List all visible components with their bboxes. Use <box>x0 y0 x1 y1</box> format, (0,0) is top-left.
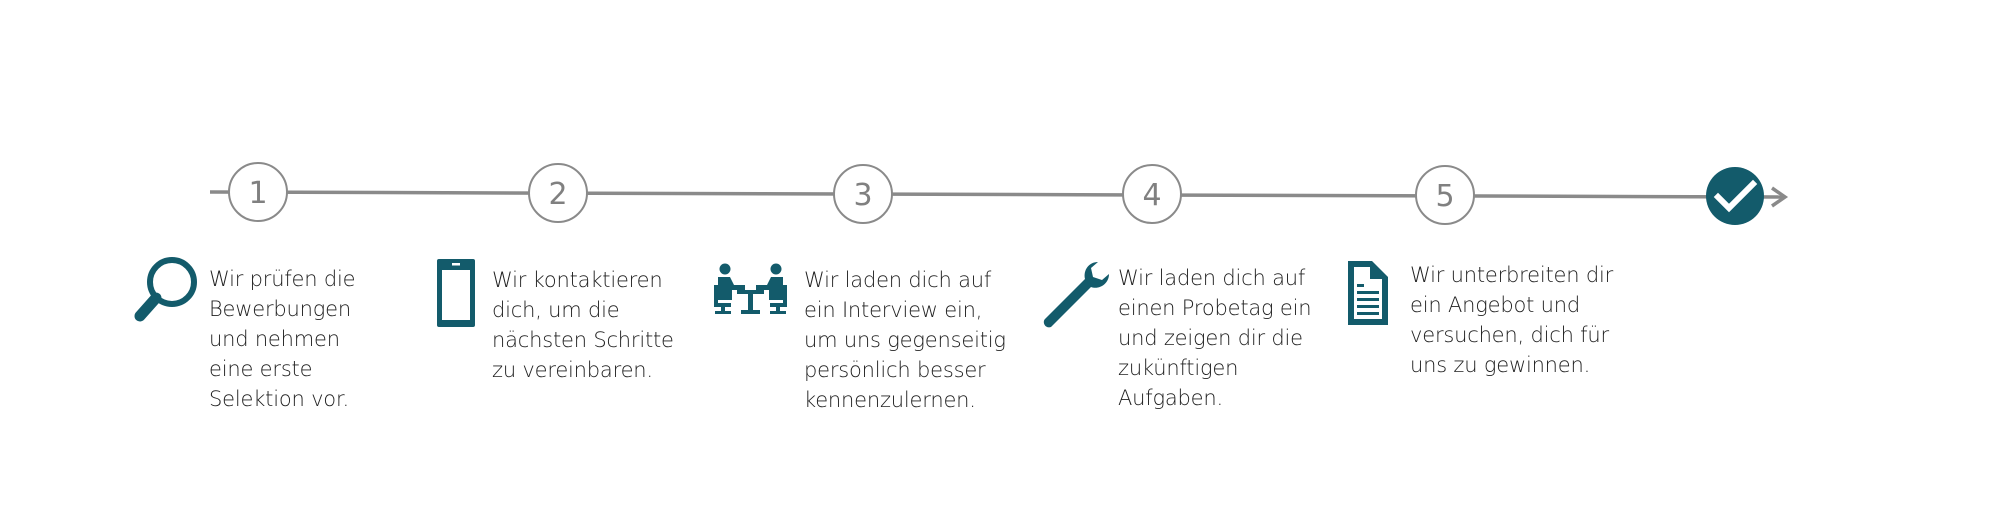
step-number: 2 <box>548 177 567 212</box>
text-line: nächsten Schritte <box>492 328 674 352</box>
step-marker-4: 4 <box>1122 164 1182 224</box>
final-check-marker <box>1706 167 1764 225</box>
step-number: 5 <box>1435 179 1454 214</box>
text-line: und zeigen dir die <box>1118 326 1303 350</box>
step-1-description: Wir prüfen die Bewerbungen und nehmen ei… <box>209 264 356 414</box>
text-line: Wir unterbreiten dir <box>1410 263 1614 287</box>
step-2-description: Wir kontaktieren dich, um die nächsten S… <box>492 265 674 385</box>
text-line: zu vereinbaren. <box>492 358 653 382</box>
step-marker-1: 1 <box>228 162 288 222</box>
text-line: Bewerbungen <box>209 297 351 321</box>
step-4-description: Wir laden dich auf einen Probetag ein un… <box>1118 263 1312 413</box>
text-line: und nehmen <box>209 327 340 351</box>
step-number: 4 <box>1142 178 1161 213</box>
text-line: Wir kontaktieren <box>492 268 663 292</box>
step-marker-5: 5 <box>1415 165 1475 225</box>
text-line: einen Probetag ein <box>1118 296 1312 320</box>
step-marker-2: 2 <box>528 163 588 223</box>
magnifier-icon <box>134 257 197 322</box>
step-number: 1 <box>248 176 267 211</box>
text-line: ein Angebot und <box>1410 293 1580 317</box>
step-number: 3 <box>853 178 872 213</box>
wrench-icon <box>1043 262 1109 328</box>
text-line: zukünftigen <box>1118 356 1239 380</box>
text-line: eine erste <box>209 357 313 381</box>
text-line: dich, um die <box>492 298 620 322</box>
text-line: ein Interview ein, <box>804 298 983 322</box>
interview-meeting-icon <box>714 263 787 314</box>
step-3-description: Wir laden dich auf ein Interview ein, um… <box>804 265 1006 415</box>
step-marker-3: 3 <box>833 164 893 224</box>
arrow-right-icon <box>1771 186 1789 208</box>
timeline-line <box>209 190 1786 199</box>
text-line: um uns gegenseitig <box>804 328 1006 352</box>
step-5-description: Wir unterbreiten dir ein Angebot und ver… <box>1410 260 1613 380</box>
text-line: kennenzulernen. <box>804 388 976 412</box>
text-line: Aufgaben. <box>1118 386 1223 410</box>
text-line: uns zu gewinnen. <box>1410 353 1591 377</box>
text-line: Wir laden dich auf <box>804 268 992 292</box>
text-line: versuchen, dich für <box>1410 323 1609 347</box>
checkmark-icon <box>1713 179 1758 213</box>
text-line: Wir prüfen die <box>209 267 356 291</box>
document-icon <box>1348 261 1388 325</box>
text-line: Selektion vor. <box>209 387 349 411</box>
text-line: Wir laden dich auf <box>1118 266 1306 290</box>
smartphone-icon <box>437 259 475 327</box>
text-line: persönlich besser <box>804 358 986 382</box>
